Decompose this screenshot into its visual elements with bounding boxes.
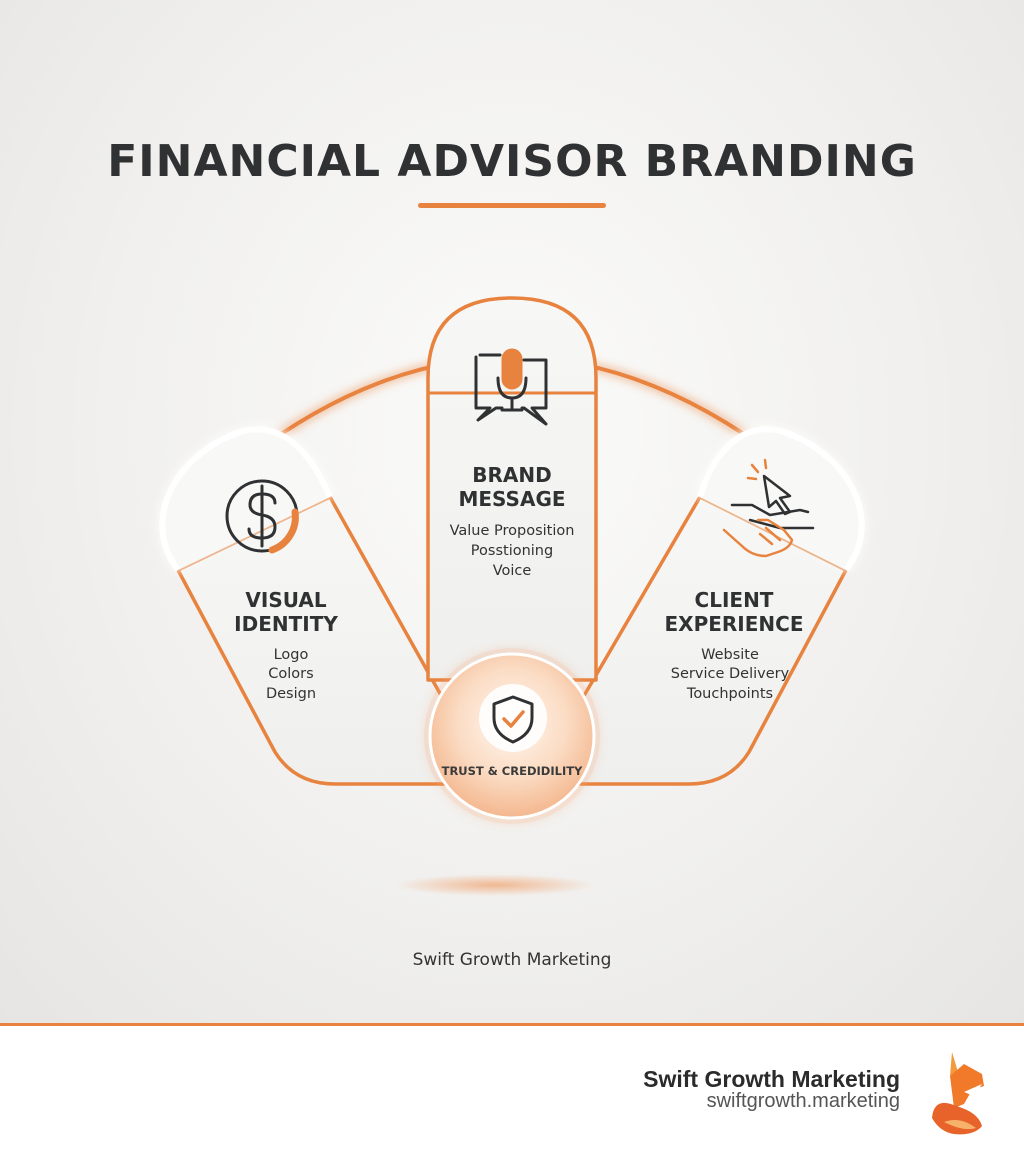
footer: Swift Growth Marketing swiftgrowth.marke… [0, 1026, 1024, 1154]
caption: Swift Growth Marketing [412, 950, 612, 970]
client-experience-item: Touchpoints [686, 686, 773, 702]
brand-message-item: Voice [493, 563, 532, 579]
visual-identity-title-line2: IDENTITY [234, 612, 338, 636]
visual-identity-item: Colors [268, 666, 313, 682]
handshake-cursor-icon [722, 458, 815, 558]
brand-message-title-line1: BRAND [472, 463, 551, 487]
visual-identity-item: Logo [274, 647, 309, 663]
infographic-canvas: FINANCIAL ADVISOR BRANDING [0, 0, 1024, 1025]
brand-message-item: Value Proposition [450, 523, 575, 539]
visual-identity-title-line1: VISUAL [245, 588, 326, 612]
branding-diagram: BRAND MESSAGE Value Proposition Posstion… [159, 296, 865, 896]
ground-shadow [395, 874, 595, 896]
client-experience-title-line2: EXPERIENCE [665, 612, 804, 636]
trust-label: TRUST & CREDIDILITY [442, 764, 583, 778]
footer-url[interactable]: swiftgrowth.marketing [706, 1090, 900, 1112]
dollar-sign-icon [225, 479, 299, 554]
footer-divider [0, 1023, 1024, 1026]
visual-identity-panel-cap [159, 426, 333, 572]
title-underline [418, 203, 606, 208]
client-experience-title-line1: CLIENT [695, 588, 774, 612]
brand-message-title-line2: MESSAGE [458, 487, 565, 511]
client-experience-item: Website [701, 647, 759, 663]
brand-message-item: Posstioning [471, 543, 553, 559]
fox-logo-icon [932, 1052, 984, 1135]
microphone-chat-icon [474, 348, 548, 426]
page-title: FINANCIAL ADVISOR BRANDING [107, 136, 917, 187]
shield-icon-backdrop [479, 684, 547, 752]
client-experience-item: Service Delivery [671, 666, 790, 682]
footer-brand-name: Swift Growth Marketing [643, 1066, 900, 1092]
shield-check-icon [492, 695, 534, 744]
visual-identity-item: Design [266, 686, 316, 702]
